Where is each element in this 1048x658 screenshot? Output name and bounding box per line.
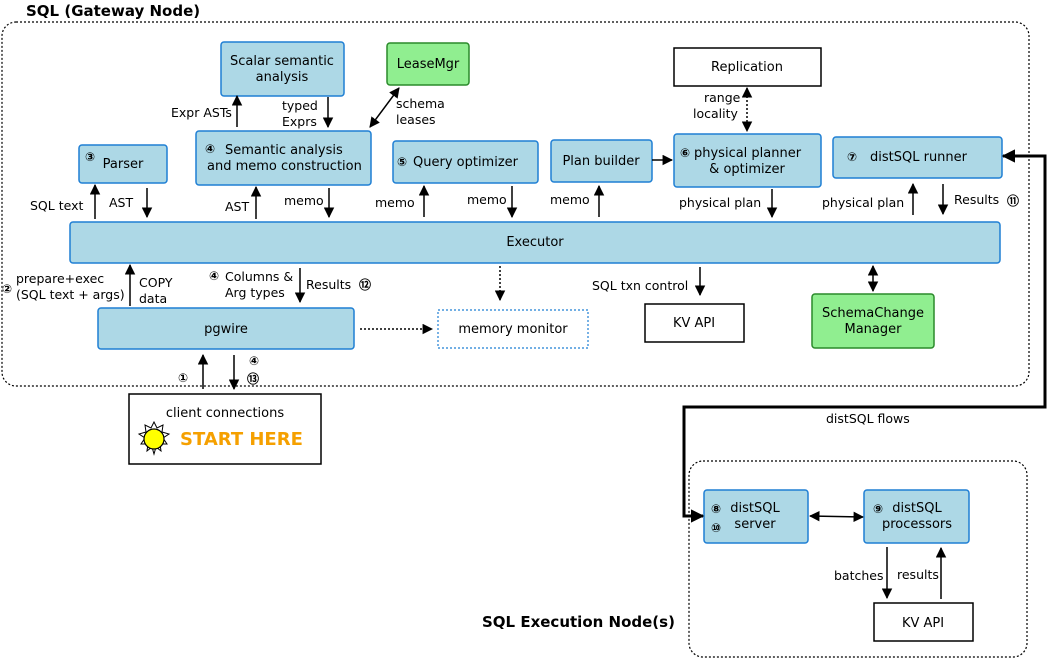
pgwire-node: pgwire <box>97 307 355 350</box>
svg-text:Results: Results <box>954 192 999 207</box>
svg-text:range: range <box>704 90 741 105</box>
semantic-analysis-node: ④ Semantic analysis and memo constructio… <box>195 130 372 186</box>
svg-text:Columns &: Columns & <box>225 269 293 284</box>
svg-text:Replication: Replication <box>711 60 783 75</box>
svg-text:AST: AST <box>225 199 249 214</box>
svg-text:③: ③ <box>85 150 95 164</box>
svg-text:Arg types: Arg types <box>225 285 285 300</box>
distsql-server-node: ⑧ ⑩ distSQL server <box>703 489 809 544</box>
svg-text:⑫: ⑫ <box>359 277 371 292</box>
distsql-runner-node: ⑦ distSQL runner <box>832 136 1003 179</box>
svg-text:AST: AST <box>109 195 133 210</box>
svg-text:pgwire: pgwire <box>204 322 248 337</box>
svg-text:KV API: KV API <box>673 316 715 331</box>
svg-text:physical plan: physical plan <box>679 195 761 210</box>
svg-text:client connections: client connections <box>166 406 284 421</box>
svg-text:leases: leases <box>396 112 436 127</box>
svg-text:⑧: ⑧ <box>711 502 721 516</box>
leasemgr-node: LeaseMgr <box>386 42 470 86</box>
svg-text:COPY: COPY <box>139 275 173 290</box>
executor-node: Executor <box>69 221 1001 264</box>
svg-text:⑨: ⑨ <box>873 502 883 516</box>
svg-text:LeaseMgr: LeaseMgr <box>397 57 460 72</box>
edge-labels: Expr ASTs typed Exprs schema leases rang… <box>2 90 1019 583</box>
svg-text:memory monitor: memory monitor <box>458 322 568 337</box>
svg-text:memo: memo <box>467 192 507 207</box>
execution-node-title: SQL Execution Node(s) <box>482 613 675 631</box>
svg-text:physical plan: physical plan <box>822 195 904 210</box>
scalar-semantic-node: Scalar semantic analysis <box>220 41 345 97</box>
svg-text:⑤: ⑤ <box>397 155 407 169</box>
svg-text:START HERE: START HERE <box>180 429 303 450</box>
plan-builder-node: Plan builder <box>550 139 653 183</box>
svg-text:④: ④ <box>205 142 215 156</box>
svg-text:⑦: ⑦ <box>847 150 857 164</box>
svg-text:batches: batches <box>834 568 884 583</box>
svg-text:distSQL: distSQL <box>730 501 780 516</box>
distsql-flows-line <box>682 149 1047 523</box>
schema-change-manager-node: SchemaChange Manager <box>811 293 935 349</box>
physical-planner-node: ⑥ physical planner & optimizer <box>673 133 822 188</box>
svg-text:distSQL: distSQL <box>892 501 942 516</box>
svg-text:memo: memo <box>284 193 324 208</box>
kv-api-gateway-node: KV API <box>644 303 745 343</box>
svg-text:⑥: ⑥ <box>680 146 690 160</box>
kv-api-exec-node: KV API <box>873 602 974 642</box>
svg-text:memo: memo <box>550 192 590 207</box>
svg-text:physical planner: physical planner <box>694 146 802 161</box>
svg-text:Manager: Manager <box>845 322 903 337</box>
svg-text:Parser: Parser <box>103 157 144 172</box>
svg-text:⑩: ⑩ <box>711 521 721 535</box>
svg-text:Expr ASTs: Expr ASTs <box>171 105 232 120</box>
svg-text:typed: typed <box>282 98 318 113</box>
svg-text:server: server <box>734 517 776 532</box>
svg-text:analysis: analysis <box>256 70 309 85</box>
replication-node: Replication <box>673 47 822 87</box>
svg-text:schema: schema <box>396 96 445 111</box>
query-optimizer-node: ⑤ Query optimizer <box>392 140 539 184</box>
svg-text:④: ④ <box>209 269 219 283</box>
svg-text:memo: memo <box>375 195 415 210</box>
svg-text:processors: processors <box>882 517 952 532</box>
svg-text:④: ④ <box>249 354 259 368</box>
sun-icon <box>137 420 171 456</box>
svg-text:①: ① <box>178 371 188 385</box>
svg-text:Results: Results <box>306 277 351 292</box>
memory-monitor-node: memory monitor <box>437 309 589 349</box>
svg-text:Exprs: Exprs <box>282 114 317 129</box>
svg-text:& optimizer: & optimizer <box>709 162 785 177</box>
gateway-node-container <box>1 21 1030 387</box>
svg-text:locality: locality <box>693 106 739 121</box>
svg-text:distSQL flows: distSQL flows <box>826 411 910 426</box>
svg-text:②: ② <box>2 282 12 296</box>
svg-text:SQL text: SQL text <box>30 198 83 213</box>
svg-text:distSQL runner: distSQL runner <box>870 150 968 165</box>
svg-text:⑬: ⑬ <box>247 371 259 386</box>
svg-text:results: results <box>897 567 939 582</box>
svg-text:prepare+exec: prepare+exec <box>16 271 104 286</box>
svg-text:⑪: ⑪ <box>1007 193 1019 208</box>
svg-text:data: data <box>139 291 167 306</box>
svg-text:Plan builder: Plan builder <box>562 154 640 169</box>
svg-text:(SQL text + args): (SQL text + args) <box>16 287 125 302</box>
svg-text:and memo construction: and memo construction <box>207 159 362 174</box>
svg-text:Semantic analysis: Semantic analysis <box>225 143 343 158</box>
svg-text:Scalar semantic: Scalar semantic <box>230 54 334 69</box>
gateway-node-title: SQL (Gateway Node) <box>26 2 200 20</box>
execution-node-container <box>688 460 1028 658</box>
svg-text:KV API: KV API <box>902 616 944 631</box>
svg-text:SchemaChange: SchemaChange <box>822 306 924 321</box>
parser-node: ③ Parser <box>78 144 168 184</box>
distsql-processors-node: ⑨ distSQL processors <box>863 489 970 544</box>
svg-text:SQL txn control: SQL txn control <box>592 278 688 293</box>
svg-text:Query optimizer: Query optimizer <box>413 155 519 170</box>
svg-text:Executor: Executor <box>506 235 564 250</box>
